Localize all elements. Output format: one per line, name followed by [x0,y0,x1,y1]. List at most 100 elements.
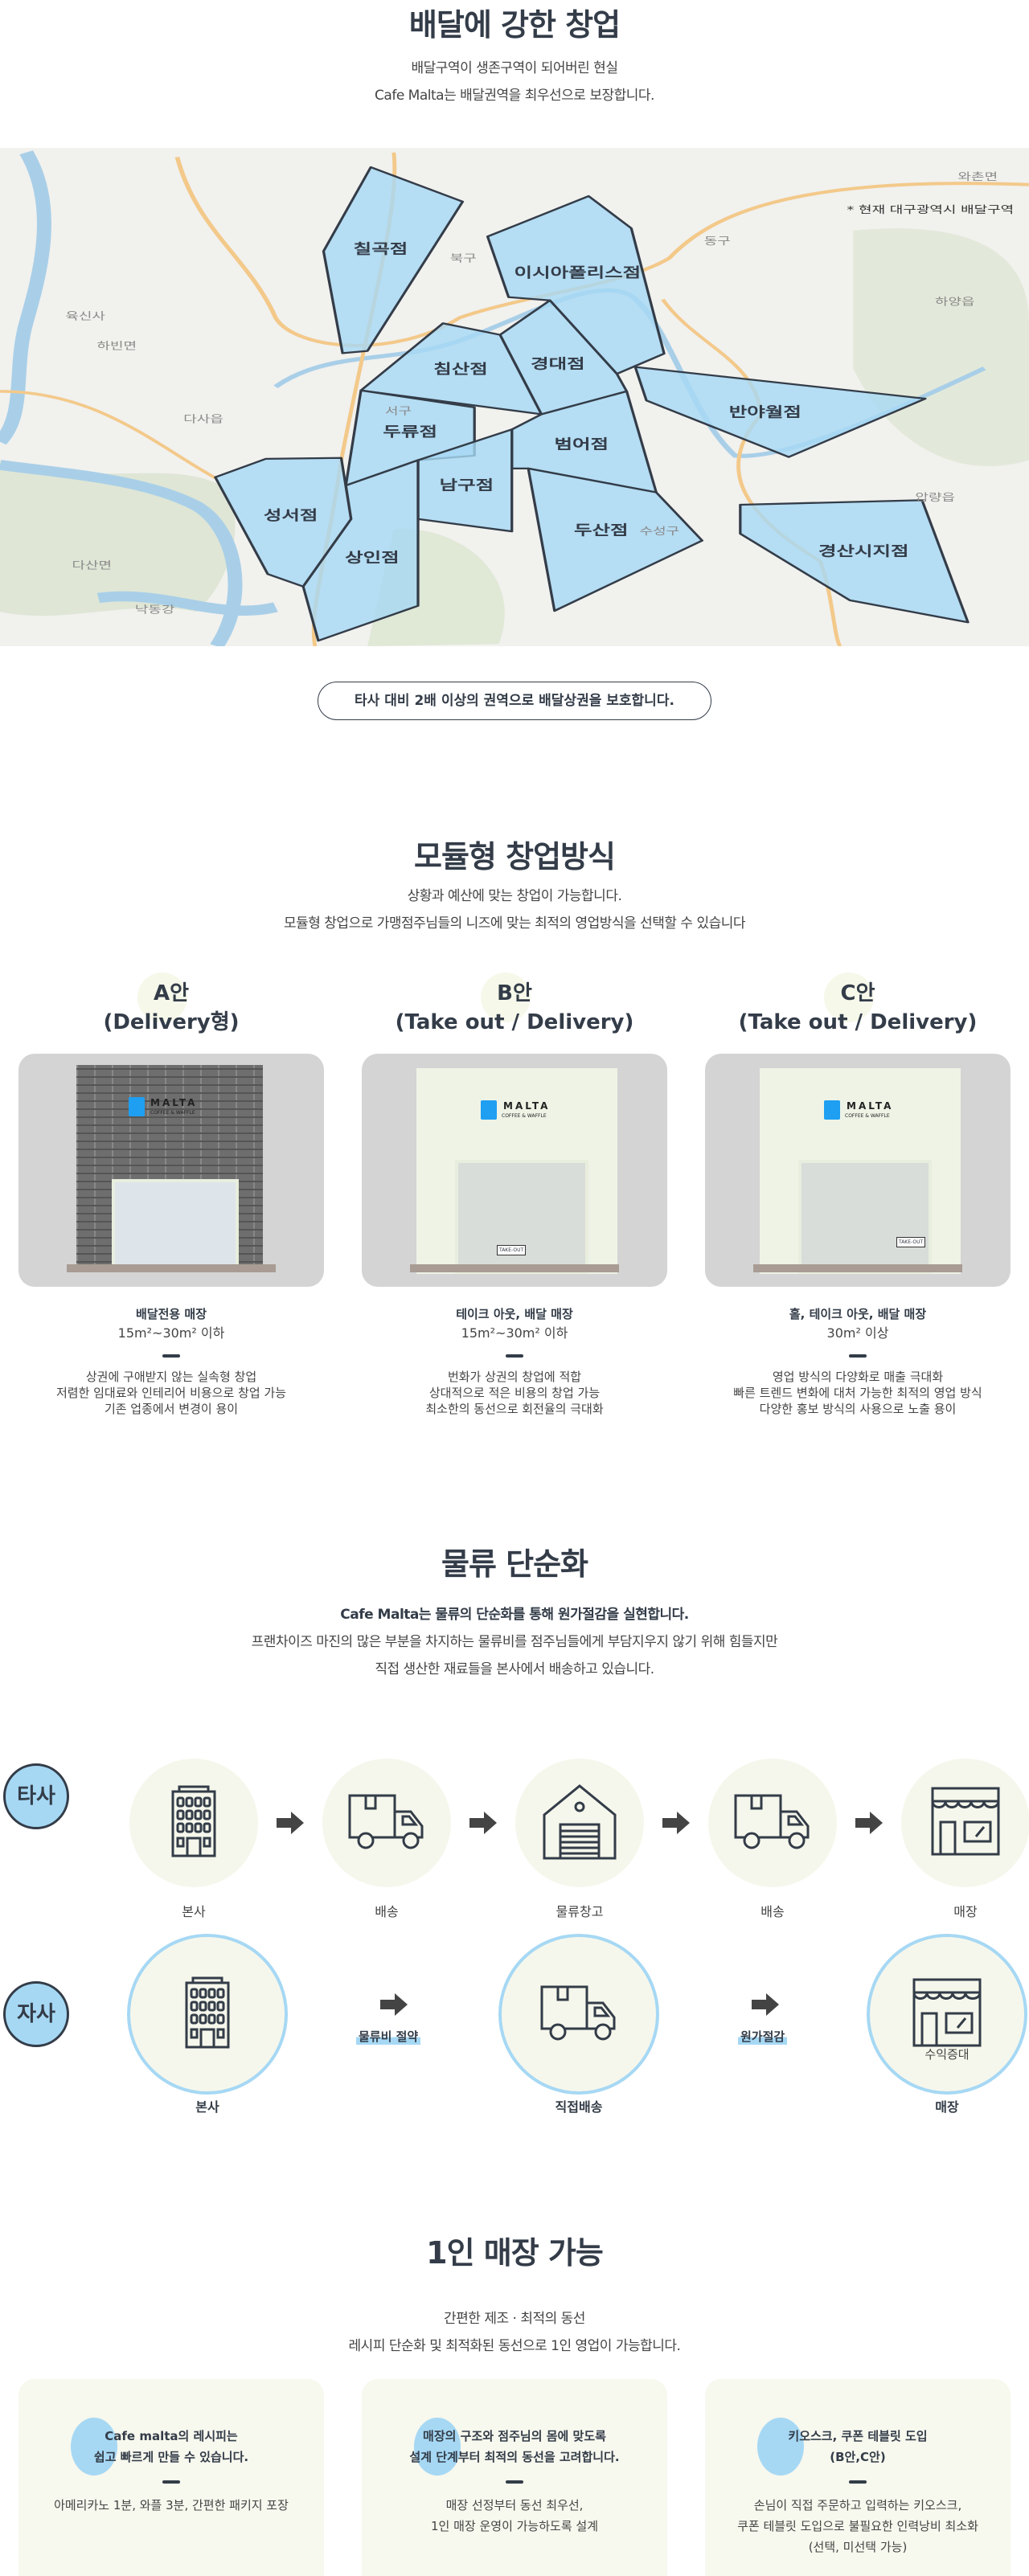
divider [506,1354,523,1358]
card-body: 1인 매장 운영이 가능하도록 설계 [430,2519,599,2533]
store-label: 상인점 [345,549,400,565]
section-title-logistics: 물류 단순화 [441,1546,588,1582]
section-title-delivery: 배달에 강한 창업 [408,7,621,43]
plan-heading: C안 (Take out / Delivery) [705,973,1011,1037]
map-note: * 현재 대구광역시 배달구역 [847,204,1014,216]
card-title: 설계 단계부터 최적의 동선을 고려합니다. [409,2450,620,2464]
truck-icon [539,1984,619,2045]
subtitle-line: 프랜차이즈 마진의 많은 부분을 차지하는 물류비를 점주님들에게 부담지우지 … [251,1634,778,1650]
plan-size: 15m²~30m² 이하 [117,1325,225,1341]
takeout-sign: TAKE-OUT [497,1245,527,1255]
map-label: 낙동강 [135,604,175,616]
modular-subtitle: 상황과 예산에 맞는 창업이 가능합니다. 모듈형 창업으로 가맹점주님들의 니… [0,883,1029,937]
arrow-right-icon [380,1993,408,2016]
plan-size: 15m²~30m² 이하 [461,1325,568,1341]
solo-subtitle: 간편한 제조 · 최적의 동선 레시피 단순화 및 최적화된 동선으로 1인 영… [0,2305,1029,2360]
step-label: 본사 [195,2099,219,2115]
savings-note: 원가절감 [738,2028,788,2045]
decor-dot [71,2418,117,2476]
store-label: 두류점 [383,424,437,440]
step-truck [322,1759,451,1887]
store-icon [911,1976,983,2052]
zone-gyeongsan [739,499,970,624]
divider [506,2480,523,2484]
subtitle-line: 배달구역이 생존구역이 되어버린 현실 [411,60,618,76]
map-label: 서구 [385,405,412,417]
arrow-right-icon [662,1812,690,1834]
step-warehouse [515,1759,644,1887]
store-label: 두산점 [574,522,629,538]
zone-chilgok [322,166,465,354]
store-label: 경산시지점 [818,543,909,559]
store-label: 이시아폴리스점 [514,264,642,281]
arrow-right-icon [469,1812,497,1834]
plan-feature: 빠른 트렌드 변화에 대처 가능한 최적의 영업 방식 [733,1386,982,1400]
step-label: 본사 [182,1904,206,1919]
decor-dot [757,2418,804,2476]
plan-kind: 테이크 아웃, 배달 매장 [456,1307,573,1321]
building-icon [182,1976,233,2052]
store-note: 수익증대 [924,2047,970,2062]
section-title-solo: 1인 매장 가능 [426,2235,604,2271]
step-store [867,1934,1027,2095]
store-label: 성서점 [264,507,318,523]
malta-cup-logo [129,1097,145,1116]
building-icon [168,1785,219,1861]
map-label: 육신사 [65,310,105,322]
plan-description: 테이크 아웃, 배달 매장 15m²~30m² 이하 번화가 상권의 창업에 적… [362,1306,667,1417]
sign-tagline: COFFEE & WAFFLE [502,1113,547,1119]
plan-name: C안 [840,981,875,1005]
plan-name: B안 [497,981,532,1005]
takeout-sign: TAKE-OUT [896,1237,926,1247]
subtitle-line: 레시피 단순화 및 최적화된 동선으로 1인 영업이 가능합니다. [348,2338,681,2354]
store-label: 반야월점 [729,403,801,420]
truck-icon [732,1792,813,1853]
plan-name: A안 [153,981,190,1005]
sign-tagline: COFFEE & WAFFLE [845,1113,890,1119]
plan-storefront-image: MALTA COFFEE & WAFFLE TAKE-OUT [362,1054,667,1287]
card-body: (선택, 미선택 가능) [808,2540,908,2554]
others-badge: 타사 [3,1763,69,1829]
step-store [901,1759,1029,1887]
card-body: 매장 선정부터 동선 최우선, [445,2498,584,2513]
plan-feature: 번화가 상권의 창업에 적합 [447,1370,582,1384]
divider [162,1354,180,1358]
subtitle-line: Cafe Malta는 배달권역을 최우선으로 보장합니다. [375,88,654,104]
delivery-subtitle: 배달구역이 생존구역이 되어버린 현실 Cafe Malta는 배달권역을 최우… [0,55,1029,109]
divider [162,2480,180,2484]
plan-type: (Take out / Delivery) [395,1010,634,1034]
plan-type: (Take out / Delivery) [738,1010,978,1034]
truck-icon [346,1792,427,1853]
plan-feature: 기존 업종에서 변경이 용이 [104,1402,239,1416]
arrow-right-icon [855,1812,883,1834]
map-label: 다산면 [72,559,113,571]
plan-heading: B안 (Take out / Delivery) [362,973,667,1037]
step-label: 매장 [935,2099,959,2115]
logistics-lead: Cafe Malta는 물류의 단순화를 통해 원가절감을 실현합니다. [340,1607,689,1623]
divider [849,2480,867,2484]
map-label: 다사읍 [183,413,223,425]
sign-brand: MALTA [847,1100,894,1112]
plan-storefront-image: MALTA COFFEE & WAFFLE TAKE-OUT [705,1054,1011,1287]
card-title: Cafe malta의 레시피는 [105,2429,238,2443]
plan-feature: 영업 방식의 다양화로 매출 극대화 [772,1370,944,1384]
map-label: 북구 [450,252,477,264]
card-title: (B안,C안) [830,2450,886,2464]
step-label: 배송 [760,1904,785,1919]
plan-feature: 다양한 홍보 방식의 사용으로 노출 용이 [759,1402,957,1416]
zone-dusan [527,467,704,612]
plan-type: (Delivery형) [103,1010,240,1034]
subtitle-line: 간편한 제조 · 최적의 동선 [444,2311,585,2327]
subtitle-line: 모듈형 창업으로 가맹점주님들의 니즈에 맞는 최적의 영업방식을 선택할 수 … [283,915,746,932]
store-label: 남구점 [440,477,494,493]
step-building [129,1759,258,1887]
plan-feature: 상대적으로 적은 비용의 창업 가능 [428,1386,601,1400]
card-body: 쿠폰 테블릿 도입으로 불필요한 인력낭비 최소화 [737,2519,978,2533]
step-building [127,1934,288,2095]
card-title: 매장의 구조와 점주님의 몸에 맞도록 [423,2429,606,2443]
sign-brand: MALTA [503,1100,551,1112]
zone-asia-polis [486,195,666,375]
warehouse-icon [541,1783,618,1863]
